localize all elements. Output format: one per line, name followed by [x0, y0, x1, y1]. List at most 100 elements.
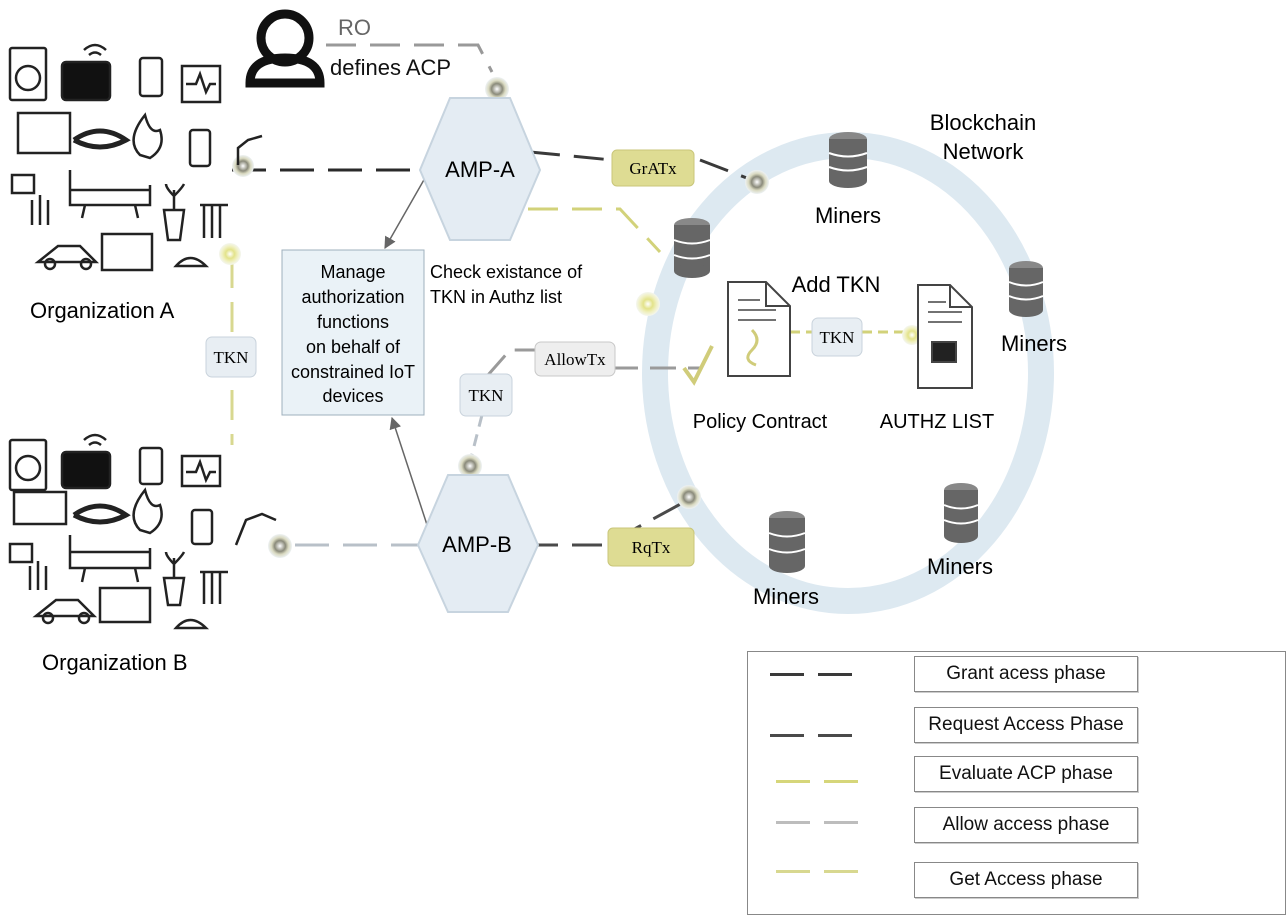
ro-action: defines ACP: [330, 55, 451, 80]
legend-label: Get Access phase: [914, 862, 1138, 898]
ring-icon: [72, 128, 131, 150]
microwave-icon: [16, 111, 72, 155]
monitor-icon: [180, 454, 222, 488]
blockchain-title-1: Blockchain: [930, 110, 1036, 135]
org-a-devices: [8, 43, 263, 272]
request-link: [528, 498, 689, 547]
list-document-icon: [917, 284, 973, 389]
database-icon: [768, 511, 806, 573]
washer-icon: [8, 46, 48, 102]
allow-tx-label: AllowTx: [544, 350, 606, 369]
ro-link: [326, 43, 494, 73]
camera-icon: [8, 542, 34, 564]
tkn-amp-b-link: [468, 414, 484, 463]
robot-arm-icon: [236, 134, 263, 165]
amp-b-label: AMP-B: [442, 532, 512, 557]
ring-icon: [72, 503, 131, 525]
bed-icon: [68, 535, 152, 583]
node-amp-b-top: [458, 454, 482, 478]
router-icon: [138, 56, 164, 98]
node-org-a: [232, 155, 254, 177]
check-line-1: Check existance of: [430, 262, 583, 282]
washer-icon: [8, 438, 48, 492]
check-line-2: TKN in Authz list: [430, 287, 562, 307]
miners-label-4: Miners: [753, 584, 819, 609]
monitor-icon: [180, 64, 222, 104]
node-check: [636, 292, 660, 316]
check-mark-icon: [682, 345, 714, 386]
plant-icon: [162, 183, 186, 242]
miners-label-3: Miners: [927, 554, 993, 579]
hand-icon: [28, 561, 48, 590]
allow-tx-badge: AllowTx: [534, 341, 616, 377]
amp-b-node: AMP-B: [416, 474, 540, 613]
authz-list-label: AUTHZ LIST: [880, 411, 994, 433]
node-grant: [745, 170, 769, 194]
camera-icon: [10, 173, 36, 195]
bed-icon: [68, 170, 152, 219]
grill-icon: [200, 203, 228, 238]
legend-swatch: [770, 734, 854, 737]
database-icon: [943, 483, 979, 543]
legend-item-grant: Grant acess phase: [748, 656, 1285, 692]
legend-swatch: [770, 673, 854, 676]
document-icon: [727, 281, 791, 377]
phone-icon: [188, 128, 212, 168]
tkn-org-label: TKN: [214, 348, 249, 367]
person-icon: [245, 9, 325, 88]
clock-icon: [60, 60, 112, 102]
keypad-icon: [100, 232, 154, 272]
plant-icon: [162, 551, 186, 607]
legend-label: Grant acess phase: [914, 656, 1138, 692]
flame-icon: [132, 487, 163, 535]
burner-icon: [173, 256, 210, 268]
manage-line-6: devices: [322, 386, 383, 406]
wifi-icon: [83, 43, 107, 57]
router-icon: [138, 446, 164, 486]
microwave-icon: [12, 490, 68, 526]
legend-swatch: [770, 821, 858, 824]
tkn-badge-mid: TKN: [459, 373, 513, 417]
legend-item-get: Get Access phase: [748, 862, 1285, 898]
grant-tx-badge: GrATx: [611, 149, 695, 187]
legend-item-allow: Allow access phase: [748, 807, 1285, 843]
car-icon: [32, 598, 98, 618]
phone-icon: [190, 508, 214, 546]
manage-line-3: functions: [317, 312, 389, 332]
grant-tx-label: GrATx: [629, 159, 677, 178]
node-org-b: [268, 534, 292, 558]
robot-arm-icon: [234, 512, 277, 546]
policy-contract-label: Policy Contract: [693, 411, 828, 433]
miners-label-1: Miners: [815, 203, 881, 228]
tkn-mid-label: TKN: [469, 386, 504, 405]
evaluate-link: [528, 207, 662, 254]
amp-a-label: AMP-A: [445, 157, 515, 182]
tkn-chain-label: TKN: [820, 328, 855, 347]
car-icon: [34, 244, 100, 264]
database-icon: [673, 218, 711, 278]
tkn-badge-chain: TKN: [811, 317, 863, 357]
grill-icon: [200, 570, 228, 604]
request-tx-label: RqTx: [632, 538, 671, 557]
manage-line-1: Manage: [320, 262, 385, 282]
miners-label-2: Miners: [1001, 331, 1067, 356]
manage-line-2: authorization: [301, 287, 404, 307]
legend-item-evaluate: Evaluate ACP phase: [748, 756, 1285, 792]
manage-box: Manage authorization functions on behalf…: [281, 249, 425, 416]
database-icon: [828, 132, 868, 188]
amp-a-node: AMP-A: [418, 97, 542, 241]
legend-item-request: Request Access Phase: [748, 707, 1285, 743]
org-b-devices: [8, 433, 277, 630]
node-request: [677, 485, 701, 509]
add-tkn-label: Add TKN: [792, 272, 881, 297]
grant-link: [529, 150, 753, 182]
node-ro: [485, 77, 509, 101]
ro-label: RO: [338, 15, 371, 40]
keypad-icon: [98, 586, 152, 624]
legend-swatch: [770, 780, 858, 783]
legend-label: Evaluate ACP phase: [914, 756, 1138, 792]
tkn-badge-org: TKN: [205, 336, 257, 378]
manage-line-4: on behalf of: [306, 337, 401, 357]
blockchain-title-2: Network: [943, 139, 1025, 164]
